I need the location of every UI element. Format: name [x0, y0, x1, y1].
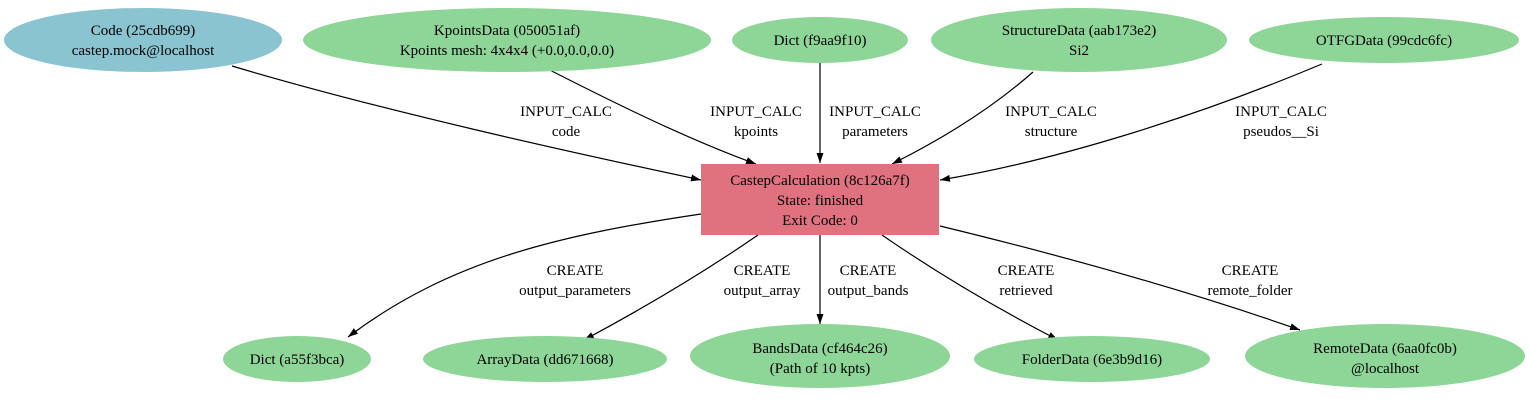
edge-name-label: remote_folder: [1208, 283, 1293, 299]
node-subtitle: @localhost: [1351, 361, 1420, 377]
node-title: KpointsData (050051af): [434, 23, 580, 39]
edge-type-label: INPUT_CALC: [829, 104, 921, 120]
edge-input-pseudos: INPUT_CALC pseudos__Si: [939, 63, 1327, 182]
edge-type-label: INPUT_CALC: [1005, 104, 1097, 120]
node-title: ArrayData (dd671668): [476, 352, 613, 368]
edge-output-bands: CREATE output_bands: [816, 235, 909, 324]
node-subtitle: (Path of 10 kpts): [770, 361, 870, 377]
node-dict-output[interactable]: Dict (a55f3bca): [223, 336, 371, 382]
node-castep-calculation[interactable]: CastepCalculation (8c126a7f) State: fini…: [701, 164, 939, 235]
node-title: CastepCalculation (8c126a7f): [730, 173, 910, 189]
node-dict-input[interactable]: Dict (f9aa9f10): [732, 17, 908, 63]
edge-output-retrieved: CREATE retrieved: [881, 234, 1059, 341]
edge-type-label: INPUT_CALC: [710, 104, 802, 120]
edge-output-parameters: CREATE output_parameters: [347, 213, 702, 338]
edge-type-label: INPUT_CALC: [1235, 104, 1327, 120]
node-kpoints-data[interactable]: KpointsData (050051af) Kpoints mesh: 4x4…: [303, 8, 711, 72]
edge-output-array: CREATE output_array: [583, 234, 801, 341]
node-title: Code (25cdb699): [91, 23, 196, 39]
node-folder-data[interactable]: FolderData (6e3b9d16): [974, 336, 1210, 382]
edge-input-parameters: INPUT_CALC parameters: [816, 63, 921, 163]
node-subtitle: Si2: [1069, 43, 1089, 59]
edge-name-label: pseudos__Si: [1243, 124, 1319, 140]
node-structure-data[interactable]: StructureData (aab173e2) Si2: [931, 8, 1227, 72]
node-title: OTFGData (99cdc6fc): [1316, 33, 1452, 49]
node-title: Dict (a55f3bca): [250, 352, 345, 368]
node-exit-code: Exit Code: 0: [782, 213, 858, 229]
edge-input-structure: INPUT_CALC structure: [891, 71, 1097, 165]
node-subtitle: Kpoints mesh: 4x4x4 (+0.0,0.0,0.0): [400, 43, 614, 59]
edge-type-label: CREATE: [547, 263, 604, 279]
edge-name-label: structure: [1025, 124, 1078, 140]
edge-type-label: CREATE: [840, 263, 897, 279]
edge-name-label: code: [552, 124, 581, 140]
node-title: FolderData (6e3b9d16): [1022, 352, 1162, 368]
edge-name-label: output_bands: [828, 283, 909, 299]
edge-name-label: retrieved: [999, 283, 1053, 299]
node-bands-data[interactable]: BandsData (cf464c26) (Path of 10 kpts): [690, 324, 950, 388]
edge-name-label: kpoints: [734, 124, 778, 140]
edge-type-label: CREATE: [998, 263, 1055, 279]
edge-name-label: output_array: [724, 283, 801, 299]
edge-name-label: parameters: [842, 124, 908, 140]
edge-name-label: output_parameters: [519, 283, 631, 299]
node-code[interactable]: Code (25cdb699) castep.mock@localhost: [4, 8, 282, 72]
edge-type-label: CREATE: [1222, 263, 1279, 279]
node-state: State: finished: [777, 193, 864, 209]
node-title: StructureData (aab173e2): [1002, 23, 1157, 39]
node-otfg-data[interactable]: OTFGData (99cdc6fc): [1249, 17, 1519, 63]
node-array-data[interactable]: ArrayData (dd671668): [423, 336, 667, 382]
node-title: RemoteData (6aa0fc0b): [1313, 341, 1457, 357]
node-title: BandsData (cf464c26): [752, 341, 887, 357]
edge-input-code: INPUT_CALC code: [231, 65, 702, 182]
edge-type-label: CREATE: [734, 263, 791, 279]
edge-type-label: INPUT_CALC: [520, 104, 612, 120]
edge-output-remote-folder: CREATE remote_folder: [939, 225, 1301, 331]
edge-input-kpoints: INPUT_CALC kpoints: [537, 63, 802, 165]
node-title: Dict (f9aa9f10): [774, 33, 867, 49]
node-remote-data[interactable]: RemoteData (6aa0fc0b) @localhost: [1245, 324, 1525, 388]
node-subtitle: castep.mock@localhost: [72, 43, 215, 59]
